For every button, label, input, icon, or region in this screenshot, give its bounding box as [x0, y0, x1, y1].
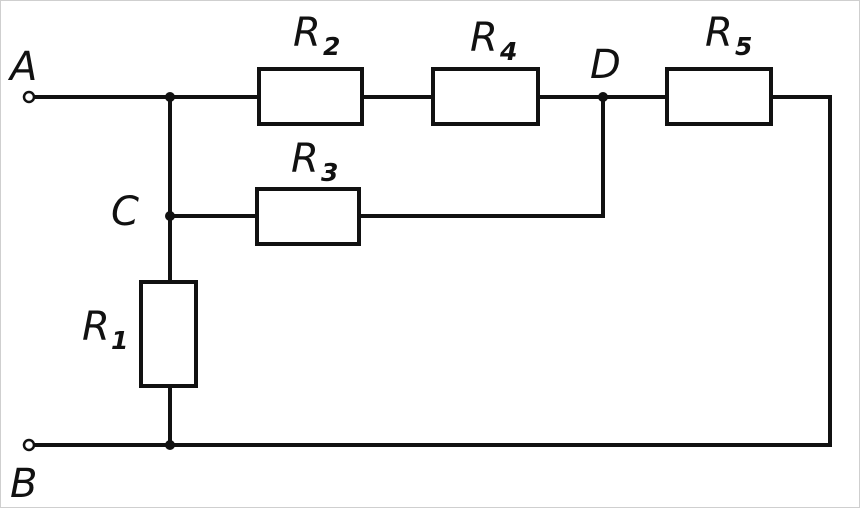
junction-d	[598, 92, 608, 102]
resistor-r2	[257, 67, 364, 126]
label-node-c: C	[111, 189, 139, 235]
resistor-r3	[255, 187, 361, 246]
label-r5-index: 5	[735, 32, 752, 61]
label-r3-index: 3	[321, 158, 338, 187]
label-r3-letter: R	[291, 136, 319, 182]
junction-top-left	[165, 92, 175, 102]
label-r4-letter: R	[470, 15, 498, 61]
terminal-b	[22, 438, 36, 452]
wire-r5-return	[28, 95, 832, 447]
label-r3: R 3	[291, 136, 338, 187]
label-r1-letter: R	[82, 304, 110, 350]
junction-bottom	[165, 440, 175, 450]
junction-c	[165, 211, 175, 221]
terminal-a	[22, 90, 36, 104]
wire-r3-to-d	[357, 95, 605, 218]
label-r2-letter: R	[293, 10, 321, 56]
label-node-d: D	[590, 42, 621, 88]
label-r2-index: 2	[323, 32, 340, 61]
label-r4: R 4	[470, 15, 517, 66]
label-terminal-a: A	[7, 44, 37, 90]
resistor-r5	[665, 67, 773, 126]
label-r2: R 2	[293, 10, 340, 61]
resistor-r4	[431, 67, 540, 126]
label-r4-index: 4	[499, 37, 517, 66]
label-r1-index: 1	[111, 326, 128, 355]
label-terminal-b: B	[10, 461, 37, 507]
label-r5: R 5	[705, 10, 752, 61]
resistor-r1	[139, 280, 198, 388]
label-r5-letter: R	[705, 10, 733, 56]
label-r1: R 1	[82, 304, 128, 355]
